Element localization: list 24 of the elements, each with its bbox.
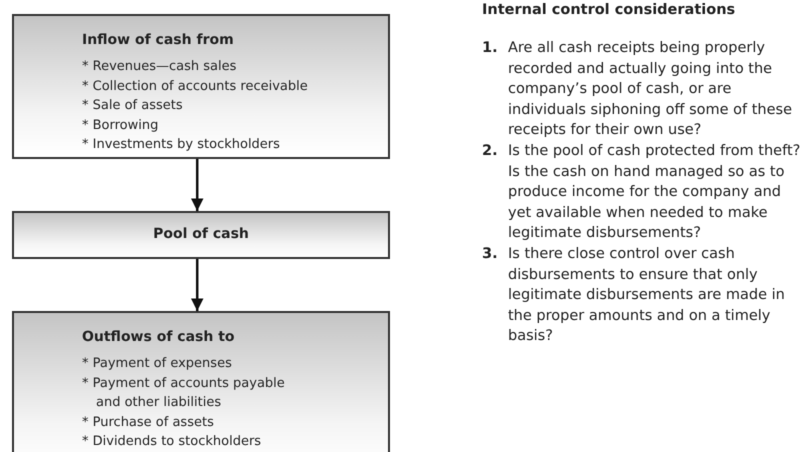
item-number: 1. [482,39,498,58]
item-number: 2. [482,142,498,161]
question-text: Is there close control over cash disbursements to ensure that only legitimate disbursements are made in the proper amounts and on a timely basis? [508,245,786,346]
process-box [12,211,390,259]
list-box [12,14,390,159]
arrow [190,259,204,311]
list-item: * Collection of accounts receivable [82,78,308,96]
list-item: * Borrowing [82,116,158,134]
arrow [190,159,204,211]
question-text: Are all cash receipts being properly recorded and actually going into the company’s pool of cash, or are individuals siphoning off some of these receipts for their own use? [508,39,794,140]
box-title: Pool of cash [152,226,250,242]
list-item: * Purchase of assets [82,414,214,432]
box-title: Inflow of cash from [82,32,234,48]
list-item: * Investments by stockholders [82,136,280,154]
box-title: Outflows of cash to [82,329,235,345]
item-number: 3. [482,245,498,264]
list-item: * Payment of expenses [82,355,232,373]
list-box [12,311,390,452]
list-item: * Revenues—cash sales [82,58,236,76]
list-item: * Payment of accounts payable and other liabilities [82,374,286,412]
column-heading: Internal control considerations [482,1,736,20]
list-item: * Dividends to stockholders [82,433,262,451]
list-item: * Sale of assets [82,97,183,115]
question-text: Is the pool of cash protected from theft? Is the cash on hand managed so as to produce income for the company and yet available when needed to make legitimate disbursements? [508,142,802,243]
